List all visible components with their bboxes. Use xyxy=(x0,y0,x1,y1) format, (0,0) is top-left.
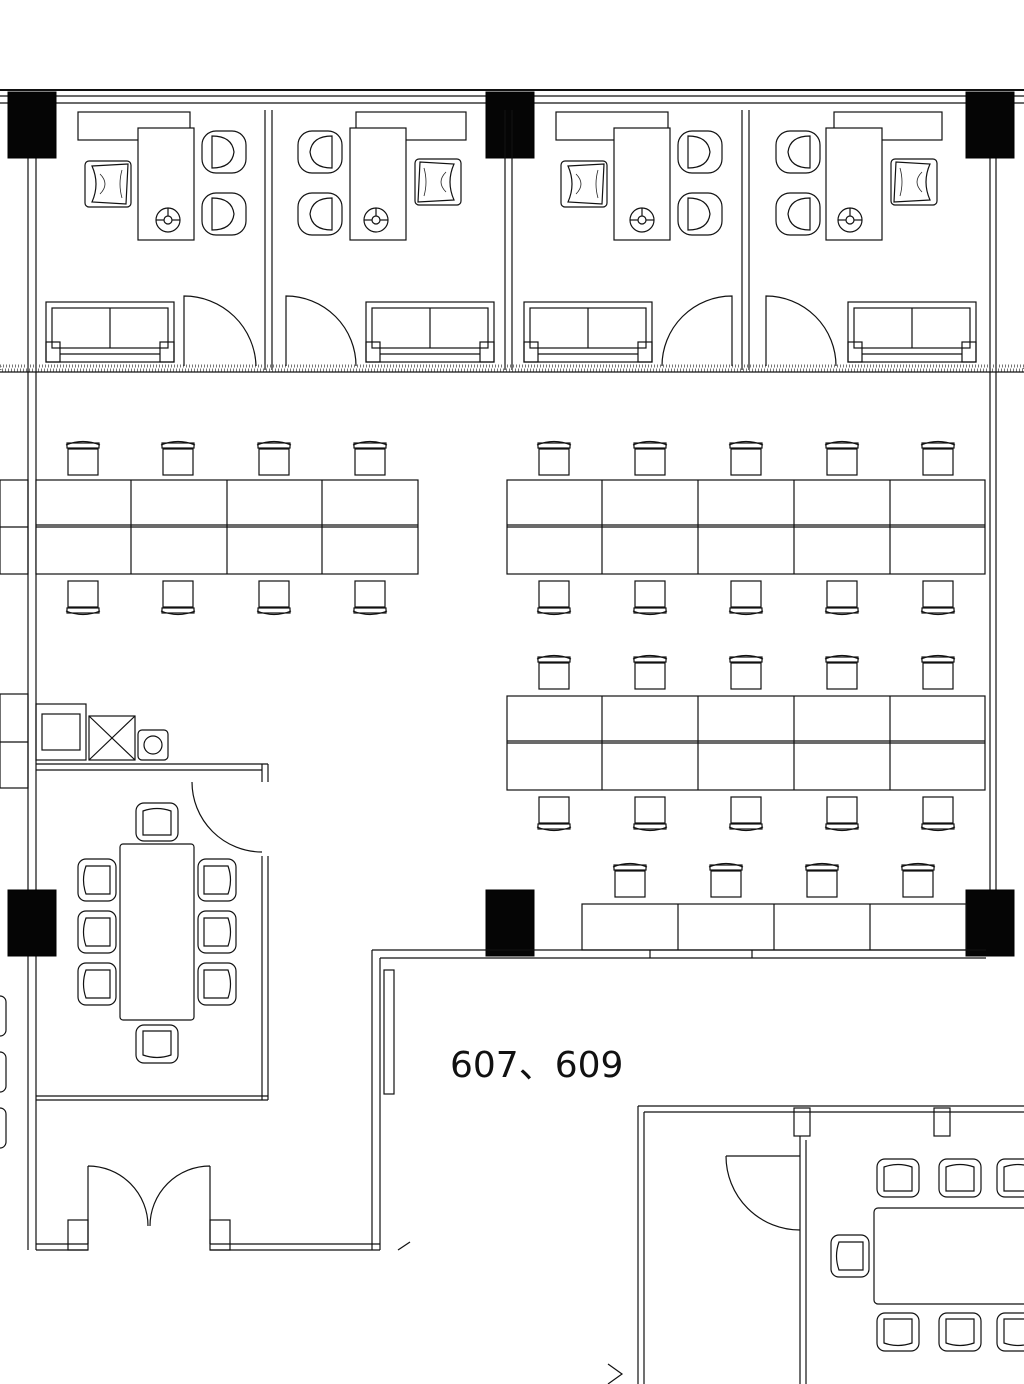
exterior-window-wall xyxy=(0,89,1024,1250)
left-edge-chairs xyxy=(0,995,7,1149)
workstations-right-upper xyxy=(506,440,986,616)
front-desk-row xyxy=(581,862,967,951)
workstations-left xyxy=(0,440,419,616)
structural-columns xyxy=(7,91,1015,957)
room-number-label: 607、609 xyxy=(450,1045,624,1086)
workstations-right-lower xyxy=(506,654,986,832)
meeting-room-right xyxy=(607,1105,1024,1384)
pantry xyxy=(0,693,269,789)
private-offices xyxy=(0,110,1024,373)
meeting-room-left xyxy=(36,781,269,1101)
entrance-walls xyxy=(36,949,986,1251)
